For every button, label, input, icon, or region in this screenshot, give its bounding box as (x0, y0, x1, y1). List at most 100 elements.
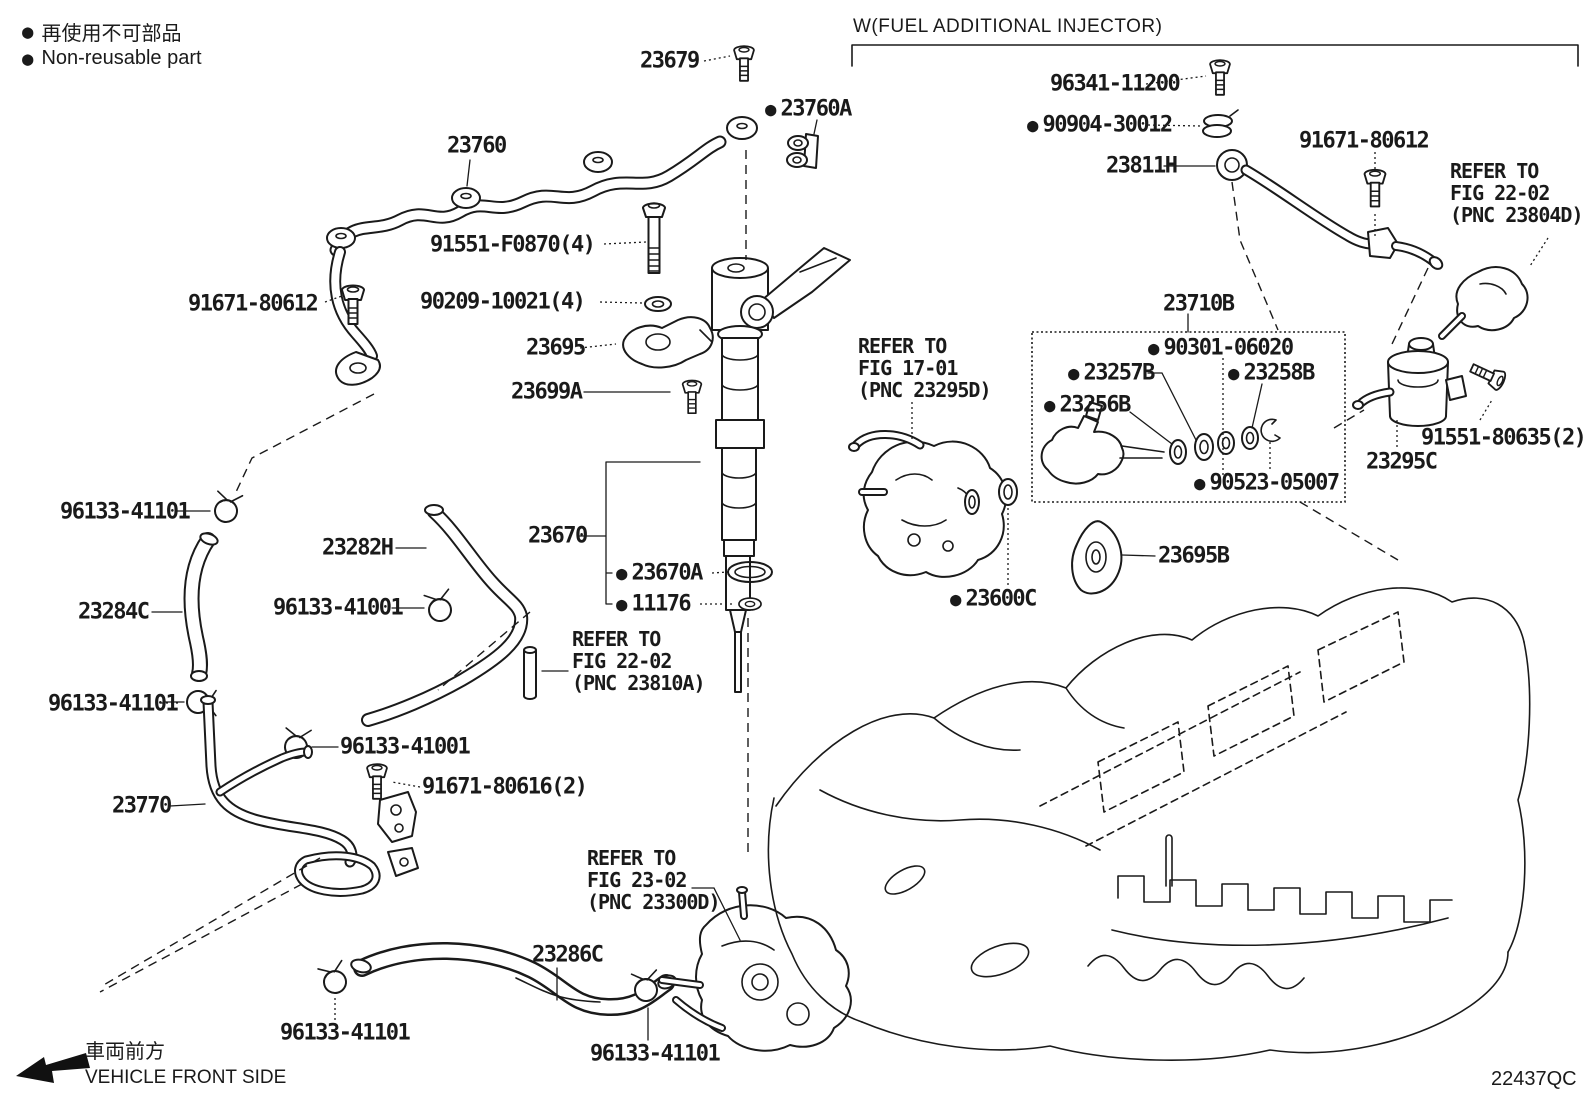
part-number-text: 23710B (1163, 291, 1235, 317)
part-label-23256B: ●23256B (1044, 392, 1131, 418)
refer-note-line: (PNC 23300D) (587, 890, 720, 914)
part-number-text: 23811H (1106, 153, 1178, 179)
legend-non-reusable: ● 再使用不可部品 ● Non-reusable part (22, 18, 202, 72)
non-reusable-bullet-icon: ● (1068, 362, 1080, 385)
engine-dashed-art (1039, 611, 1405, 847)
part-number-text: 91671-80612 (1299, 128, 1430, 154)
part-number-text: 96133-41101 (60, 499, 191, 525)
non-reusable-bullet-icon: ● (950, 588, 962, 611)
part-label-23600C: ●23600C (950, 587, 1037, 612)
part-label-23670A: ●23670A (616, 560, 703, 586)
part-number-text: 90209-10021(4) (420, 289, 586, 315)
hose-23282H-art (361, 504, 529, 727)
dashed-lines (99, 150, 1429, 993)
legend-en-text: Non-reusable part (41, 47, 202, 69)
part-label-96341-11200: 96341-11200 (1050, 71, 1181, 97)
part-number-text: 91551-F0870(4) (430, 232, 596, 258)
part-label-90209-10021(4): 90209-10021(4) (420, 289, 586, 315)
injector-art (711, 247, 851, 693)
part-label-91671-80616(2): 91671-80616(2) (422, 775, 588, 800)
part-label-23760A: ●23760A (765, 96, 852, 122)
non-reusable-bullet-icon: ● (1228, 362, 1240, 385)
part-number-text: 90301-06020 (1163, 335, 1294, 361)
non-reusable-bullet-icon: ● (1194, 472, 1206, 495)
part-number-text: 96341-11200 (1050, 71, 1181, 97)
engine-block-art (767, 587, 1531, 1061)
refer-note-line: REFER TO (587, 846, 676, 870)
part-number-text: 23695 (526, 335, 586, 361)
legend-jp-text: 再使用不可部品 (41, 21, 182, 45)
part-label-23258B: ●23258B (1228, 360, 1315, 386)
leader-lines (151, 119, 1263, 1041)
oring-23670A-art (727, 561, 773, 583)
part-number-text: 96133-41001 (273, 595, 404, 621)
part-number-text: 23286C (532, 942, 604, 968)
part-number-text: 23770 (112, 793, 172, 819)
mini-injector-art (1040, 401, 1165, 485)
part-number-text: 23699A (511, 379, 583, 405)
pipe-stub-art (523, 646, 537, 700)
part-label-91671-80612: 91671-80612 (188, 292, 319, 317)
fuel-rail-art (326, 116, 758, 386)
non-reusable-bullet-icon: ● (616, 593, 628, 616)
vacuum-pump-art (658, 886, 852, 1052)
refer-note-line: REFER TO (572, 627, 661, 651)
part-label-96133-41101: 96133-41101 (60, 499, 191, 525)
part-label-23760: 23760 (447, 134, 507, 159)
part-number-text: 23760A (780, 96, 852, 122)
part-label-23284C: 23284C (78, 599, 150, 625)
pipe-23770-art (200, 695, 419, 897)
part-number-text: 91551-80635(2) (1421, 425, 1587, 451)
non-reusable-bullet-icon: ● (22, 20, 34, 43)
seal-rings-art (1169, 418, 1281, 465)
clamp-23695B-art (1071, 520, 1123, 595)
part-label-91551-80635(2): 91551-80635(2) (1421, 425, 1587, 451)
clamp-90904-art (1202, 109, 1239, 138)
non-reusable-bullet-icon: ● (1027, 114, 1039, 137)
pipe-23811H-art (1216, 149, 1444, 270)
part-number-text: 23256B (1059, 392, 1131, 418)
part-label-96133-41101: 96133-41101 (48, 691, 179, 717)
part-label-23670: 23670 (528, 523, 588, 549)
part-number-text: 23695B (1158, 543, 1230, 569)
refer-note-line: FIG 17-01 (858, 356, 958, 380)
non-reusable-bullet-icon: ● (22, 47, 34, 70)
assembly-23295C-art (1352, 337, 1467, 427)
part-label-91551-F0870(4): 91551-F0870(4) (430, 232, 596, 258)
part-label-91671-80612: 91671-80612 (1299, 128, 1430, 154)
part-number-text: 23295C (1366, 449, 1438, 475)
part-label-23699A: 23699A (511, 379, 583, 405)
part-number-text: 96133-41101 (280, 1020, 411, 1046)
hose-23286C-art (350, 942, 677, 1017)
part-label-23710B: 23710B (1163, 291, 1235, 317)
part-label-11176: ●11176 (616, 592, 692, 617)
part-number-text: 23284C (78, 599, 150, 625)
section-bracket (851, 44, 1579, 67)
connector-23804D-art (1438, 266, 1529, 340)
part-label-23695B: 23695B (1158, 543, 1230, 569)
refer-note-line: REFER TO (1450, 159, 1539, 183)
non-reusable-bullet-icon: ● (1044, 394, 1056, 417)
part-label-96133-41001: 96133-41001 (273, 595, 404, 621)
part-label-90523-05007: ●90523-05007 (1194, 471, 1340, 496)
part-number-text: 23258B (1243, 360, 1315, 386)
part-number-text: 96133-41101 (48, 691, 179, 717)
oring-23600C-art (998, 478, 1018, 506)
part-number-text: 23670A (631, 560, 703, 586)
part-label-96133-41001: 96133-41001 (340, 735, 471, 760)
part-number-text: 23670 (528, 523, 588, 549)
refer-note-line: FIG 22-02 (1450, 181, 1550, 205)
non-reusable-bullet-icon: ● (616, 562, 628, 585)
refer-note-line: FIG 23-02 (587, 868, 687, 892)
part-label-23286C: 23286C (532, 942, 604, 968)
part-number-text: 90904-30012 (1042, 112, 1173, 138)
part-number-text: 23679 (640, 48, 700, 74)
part-label-23770: 23770 (112, 793, 172, 819)
refer-note-line: (PNC 23295D) (858, 378, 991, 402)
refer-note-line: (PNC 23810A) (572, 671, 705, 695)
diagram-code: 22437QC (1491, 1068, 1577, 1090)
front-direction-arrow (16, 1053, 90, 1083)
